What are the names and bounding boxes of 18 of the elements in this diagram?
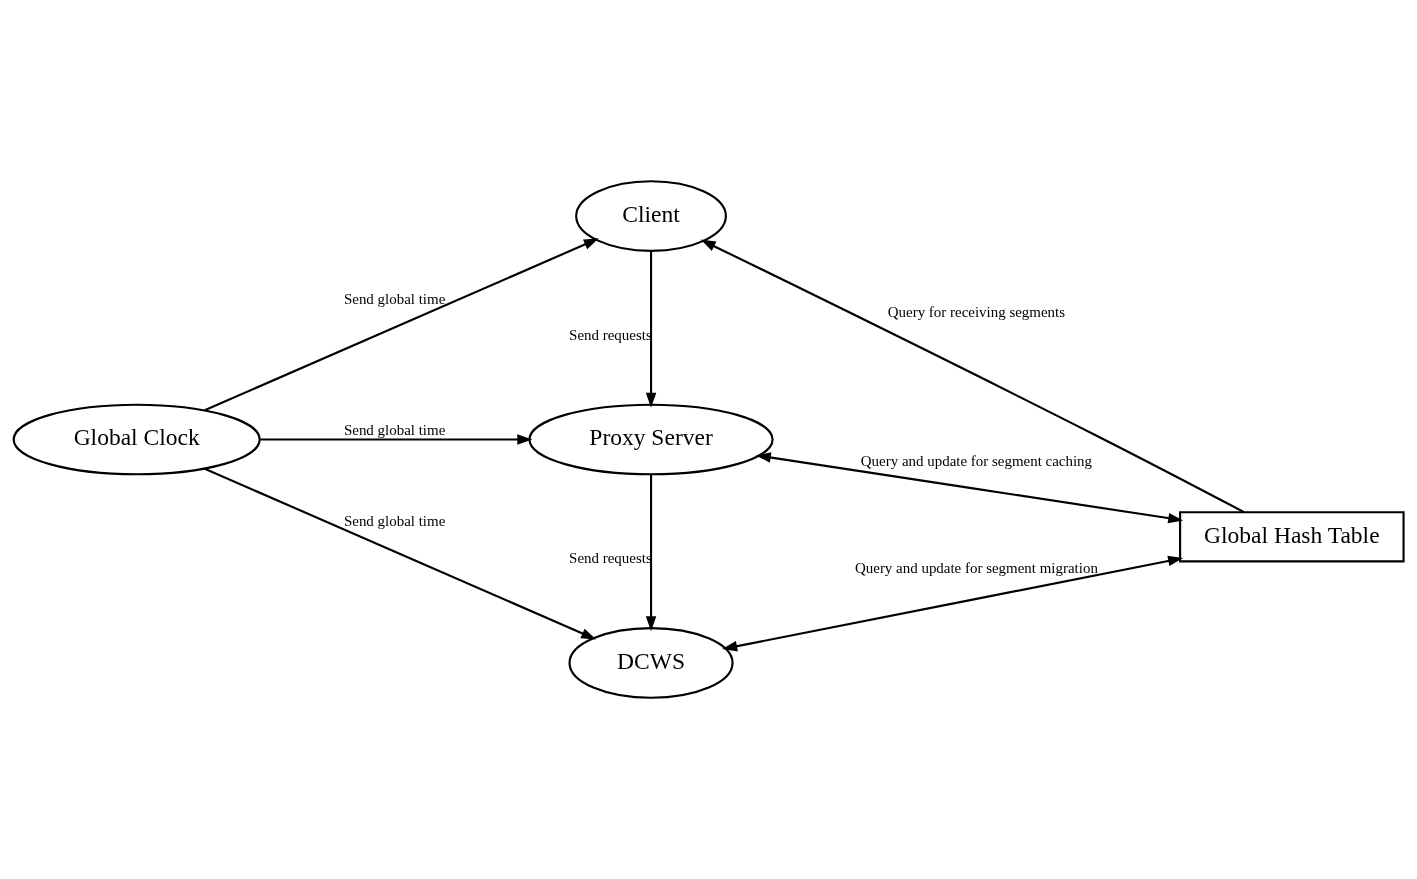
arrow — [645, 251, 657, 408]
edge-label: Send global time — [343, 290, 446, 307]
edge-label: Send global time — [343, 513, 446, 530]
arrow — [260, 434, 533, 445]
edge-label: Send requests — [569, 550, 652, 567]
arrow — [755, 452, 1184, 524]
node-ellipse: Global Clock — [12, 403, 261, 476]
arrow — [700, 239, 1245, 514]
arrow — [645, 474, 657, 632]
arrow — [722, 555, 1184, 652]
arrow — [204, 467, 597, 640]
edge-label: Query and update for segment migration — [854, 560, 1098, 577]
node-box: Global Hash Table — [1179, 511, 1405, 563]
edge-label: Send requests — [569, 326, 652, 343]
edge-label: Send global time — [343, 422, 446, 439]
edge-label: Query for receiving segments — [887, 303, 1066, 320]
arrow — [204, 238, 599, 412]
edge-label: Query and update for segment caching — [860, 453, 1093, 470]
